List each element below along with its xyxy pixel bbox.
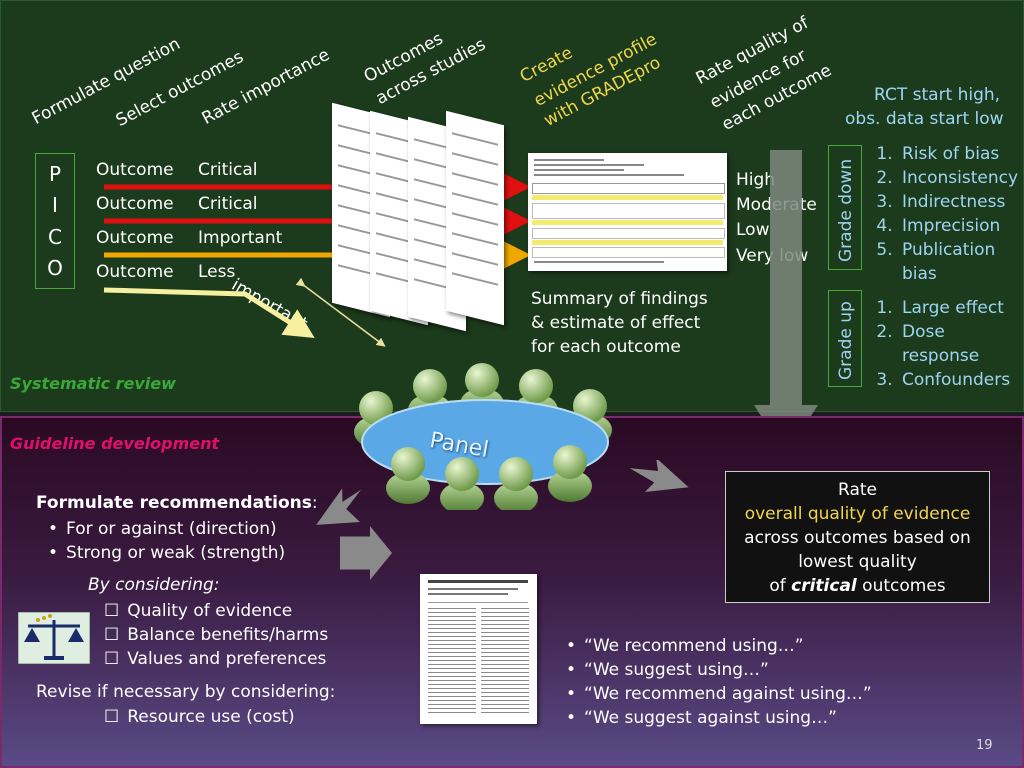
grade-down-item: Indirectness bbox=[898, 190, 1018, 214]
grade-up-list: Large effect Dose response Confounders bbox=[872, 296, 1010, 392]
pico-box: P I C O bbox=[35, 153, 75, 289]
rate-overall-quality-box: Rate overall quality of evidence across … bbox=[725, 471, 990, 603]
evidence-profile-table bbox=[528, 153, 727, 271]
grade-up-item: Large effect bbox=[898, 296, 1010, 320]
grade-down-item: Inconsistency bbox=[898, 166, 1018, 190]
by-considering-label: By considering: bbox=[88, 575, 220, 595]
formulate-title-colon: : bbox=[311, 493, 318, 513]
revise-list: Resource use (cost) bbox=[104, 705, 294, 729]
grade-up-item: Dose response bbox=[898, 320, 992, 368]
grade-up-item: Confounders bbox=[898, 368, 1010, 392]
quality-high: High bbox=[736, 170, 776, 190]
formulate-bullet: For or against (direction) bbox=[48, 517, 285, 541]
recommendation-phrase: “We recommend using…” bbox=[566, 634, 872, 658]
page-number: 19 bbox=[976, 738, 993, 753]
grade-down-box bbox=[828, 145, 862, 270]
recommendation-phrase: “We suggest using…” bbox=[566, 658, 872, 682]
revise-item: Resource use (cost) bbox=[104, 705, 294, 729]
study-document-4 bbox=[446, 110, 504, 326]
rate-line-3: across outcomes based on bbox=[744, 528, 971, 548]
considering-item: Quality of evidence bbox=[104, 599, 328, 623]
pico-o: O bbox=[47, 256, 63, 281]
grade-down-label: Grade down bbox=[836, 158, 856, 262]
rate-line-5-post: outcomes bbox=[856, 576, 946, 596]
across-studies-arrow bbox=[295, 277, 386, 347]
pico-p: P bbox=[48, 161, 62, 186]
outcome-1-importance: Critical bbox=[198, 160, 258, 180]
less-important-arrow bbox=[103, 287, 315, 339]
arrow-to-panel bbox=[629, 460, 689, 493]
summary-line-3: for each outcome bbox=[531, 337, 681, 357]
outcome-2-importance: Critical bbox=[198, 194, 258, 214]
summary-line-1: Summary of findings bbox=[531, 289, 708, 309]
formulate-bullets: For or against (direction) Strong or wea… bbox=[48, 517, 285, 565]
grade-up-box bbox=[828, 290, 862, 387]
recommendation-phrases: “We recommend using…” “We suggest using…… bbox=[566, 634, 872, 730]
systematic-review-label: Systematic review bbox=[10, 374, 176, 393]
arrow-to-guideline bbox=[340, 526, 392, 580]
pico-c: C bbox=[48, 224, 62, 249]
panel-group bbox=[354, 363, 612, 510]
considering-list: Quality of evidence Balance benefits/har… bbox=[104, 599, 328, 671]
rate-line-5-emphasis: critical bbox=[791, 576, 857, 596]
guideline-development-label: Guideline development bbox=[10, 434, 220, 453]
rate-line-2: overall quality of evidence bbox=[744, 504, 971, 524]
grade-down-item: Imprecision bbox=[898, 214, 1018, 238]
formulate-recommendations-title: Formulate recommendations: bbox=[36, 493, 318, 513]
rate-line-5: of critical outcomes bbox=[726, 574, 989, 598]
outcome-4-name: Outcome bbox=[96, 262, 174, 282]
pico-i: I bbox=[52, 193, 58, 218]
grade-down-item: Risk of bias bbox=[898, 142, 1018, 166]
formulate-title-text: Formulate recommendations bbox=[36, 493, 312, 513]
rate-line-5-pre: of bbox=[769, 576, 792, 596]
outcome-3-importance: Important bbox=[198, 228, 283, 248]
rct-note-line-2: obs. data start low bbox=[845, 109, 1004, 129]
outcome-2-name: Outcome bbox=[96, 194, 174, 214]
rct-note-line-1: RCT start high, bbox=[874, 85, 1001, 105]
grade-up-label: Grade up bbox=[836, 301, 856, 380]
balance-scale-icon bbox=[18, 612, 90, 664]
grade-down-list: Risk of bias Inconsistency Indirectness … bbox=[872, 142, 1018, 286]
considering-item: Balance benefits/harms bbox=[104, 623, 328, 647]
flow-arrows bbox=[316, 460, 689, 580]
guideline-document bbox=[420, 574, 537, 724]
down-arrow-to-rating bbox=[754, 150, 818, 455]
outcome-3-name: Outcome bbox=[96, 228, 174, 248]
formulate-bullet: Strong or weak (strength) bbox=[48, 541, 285, 565]
rate-line-4: lowest quality bbox=[798, 552, 917, 572]
outcome-arrows bbox=[103, 172, 531, 347]
considering-item: Values and preferences bbox=[104, 647, 328, 671]
arrow-to-recommendations bbox=[316, 488, 361, 525]
recommendation-phrase: “We recommend against using…” bbox=[566, 682, 872, 706]
revise-label: Revise if necessary by considering: bbox=[36, 682, 336, 702]
summary-line-2: & estimate of effect bbox=[531, 313, 701, 333]
grade-down-item: Publication bias bbox=[898, 238, 1002, 286]
panel-member-front bbox=[386, 445, 592, 510]
outcome-1-name: Outcome bbox=[96, 160, 174, 180]
outcome-4-importance: Less bbox=[198, 262, 236, 282]
rate-line-1: Rate bbox=[838, 480, 877, 500]
quality-low: Low bbox=[736, 220, 770, 240]
recommendation-phrase: “We suggest against using…” bbox=[566, 706, 872, 730]
